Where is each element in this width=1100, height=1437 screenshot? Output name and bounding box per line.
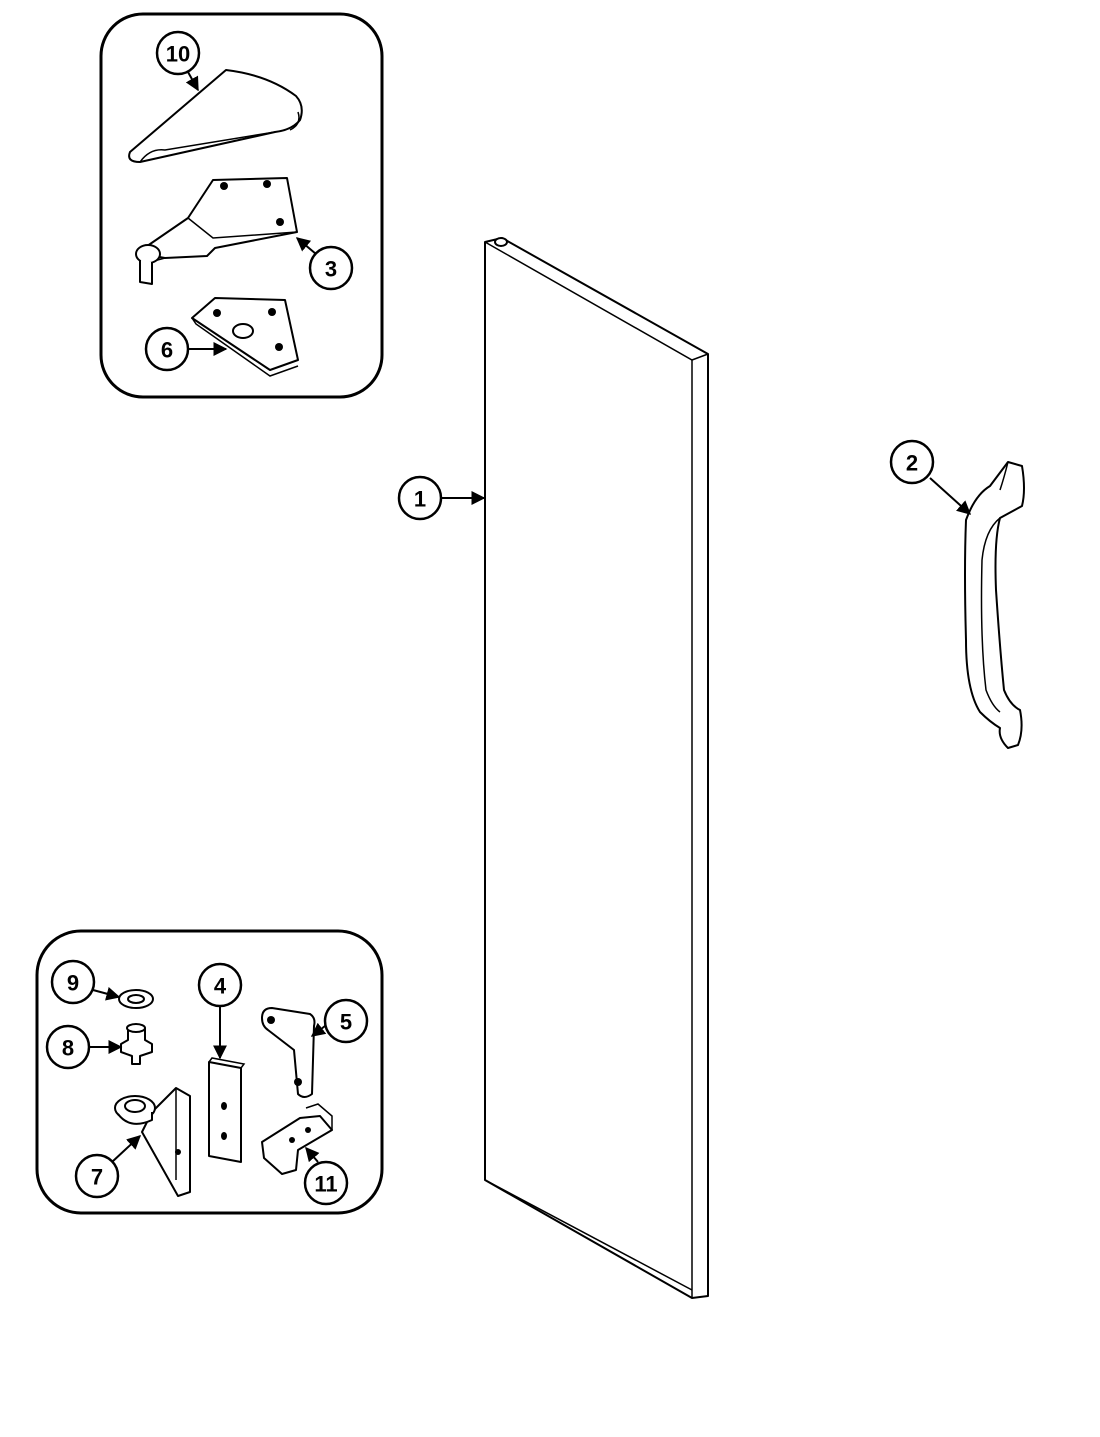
callout-9: 9 [50, 959, 121, 1005]
callout-8-label: 8 [62, 1036, 74, 1061]
callout-7-label: 7 [91, 1165, 103, 1190]
door-handle-part [964, 461, 1025, 749]
bottom-bracket-part [261, 1103, 333, 1175]
door-stop-part [261, 1007, 316, 1098]
callout-3: 3 [295, 237, 354, 291]
top-hinge-part [135, 177, 298, 285]
spacer-strip-part [208, 1057, 246, 1163]
callout-11-label: 11 [314, 1172, 337, 1197]
washer-part [118, 989, 154, 1009]
callout-5-label: 5 [340, 1010, 352, 1035]
door-top-cap-part [128, 69, 303, 163]
callout-4: 4 [197, 962, 243, 1060]
callout-6: 6 [144, 326, 228, 372]
callout-7: 7 [74, 1135, 142, 1199]
callout-10-label: 10 [166, 42, 190, 67]
callout-2-label: 2 [906, 451, 918, 476]
callout-6-label: 6 [161, 338, 173, 363]
callout-9-label: 9 [67, 971, 79, 996]
door-panel-part [484, 237, 709, 1299]
callout-1-label: 1 [414, 487, 426, 512]
callout-8: 8 [45, 1024, 123, 1070]
callout-5: 5 [310, 998, 369, 1044]
callout-3-label: 3 [325, 257, 337, 282]
callout-1: 1 [397, 475, 486, 521]
callout-11: 11 [303, 1146, 349, 1206]
callout-10: 10 [155, 30, 201, 92]
callout-4-label: 4 [214, 974, 227, 999]
callout-2: 2 [889, 439, 972, 515]
hinge-shim-part [191, 297, 299, 377]
bottom-hinge-part [114, 1087, 191, 1197]
